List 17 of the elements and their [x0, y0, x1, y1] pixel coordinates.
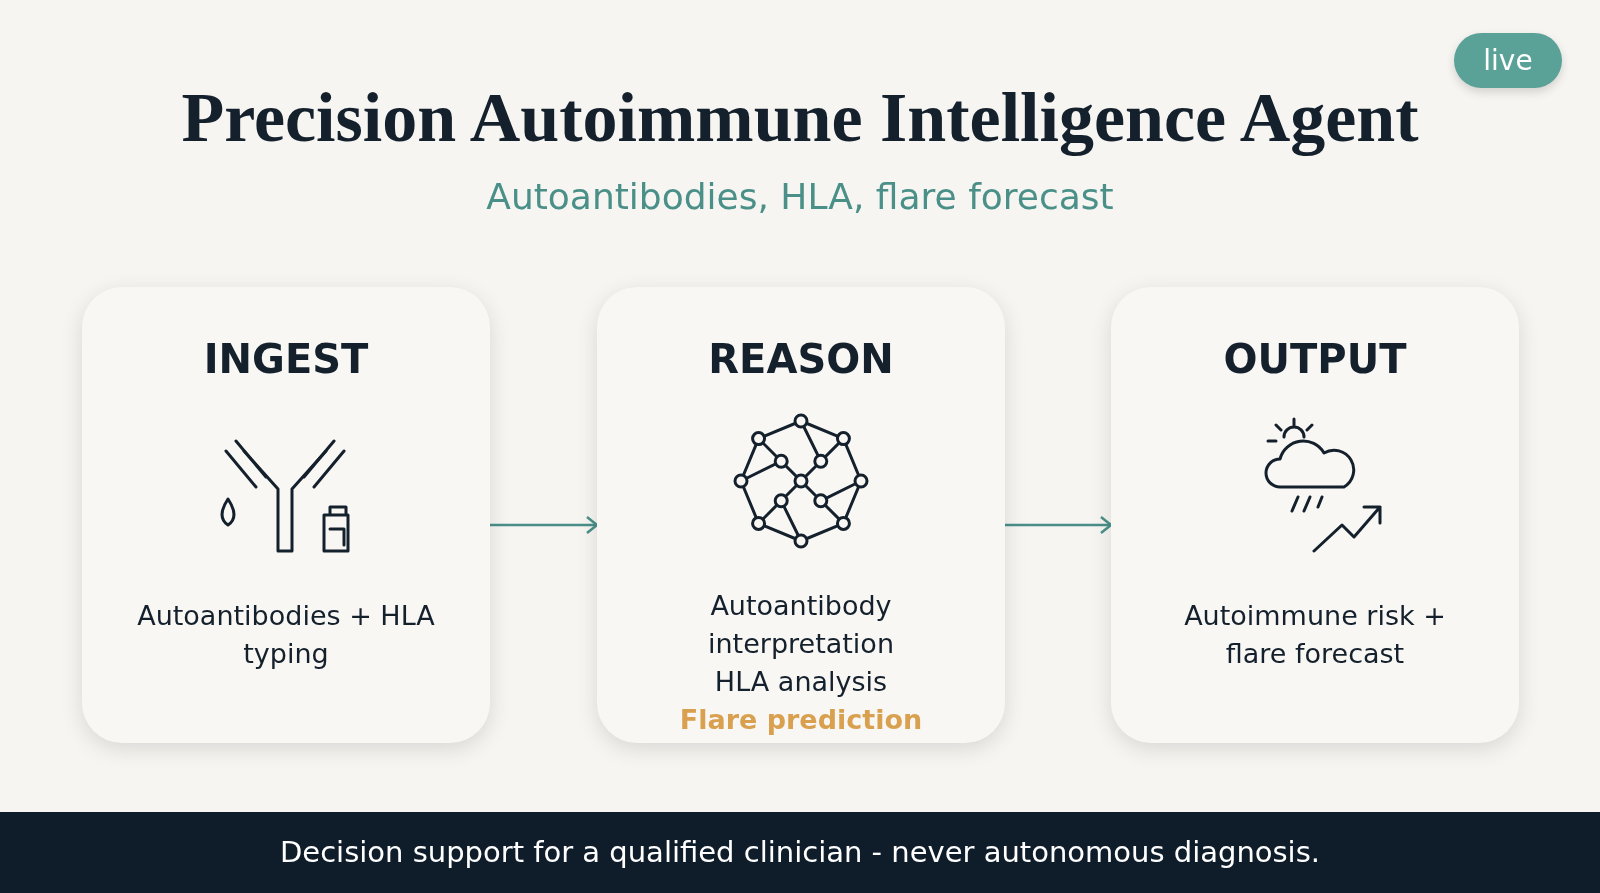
- live-badge: live: [1454, 33, 1562, 88]
- stage-text: HLA analysis: [714, 665, 888, 699]
- stage-text: Autoantibody interpretation: [707, 589, 895, 661]
- stage-text: Autoimmune risk + flare forecast: [1183, 599, 1447, 671]
- subtitle: Autoantibodies, HLA, flare forecast: [486, 176, 1114, 217]
- arrow: [490, 515, 599, 535]
- highlight-text: Flare prediction: [679, 703, 923, 737]
- stage-card: [1111, 287, 1519, 743]
- footer-banner: Decision support for a qualified clinician - never autonomous diagnosis.: [0, 812, 1600, 893]
- stage-heading: INGEST: [203, 335, 369, 383]
- stage-card: [597, 287, 1005, 743]
- stage-text: Autoantibodies + HLA typing: [136, 599, 436, 671]
- arrow: [1005, 515, 1113, 535]
- stage-heading: REASON: [708, 335, 894, 383]
- stage-heading: OUTPUT: [1223, 335, 1407, 383]
- stage-card: [82, 287, 490, 743]
- title: Precision Autoimmune Intelligence Agent: [181, 78, 1419, 158]
